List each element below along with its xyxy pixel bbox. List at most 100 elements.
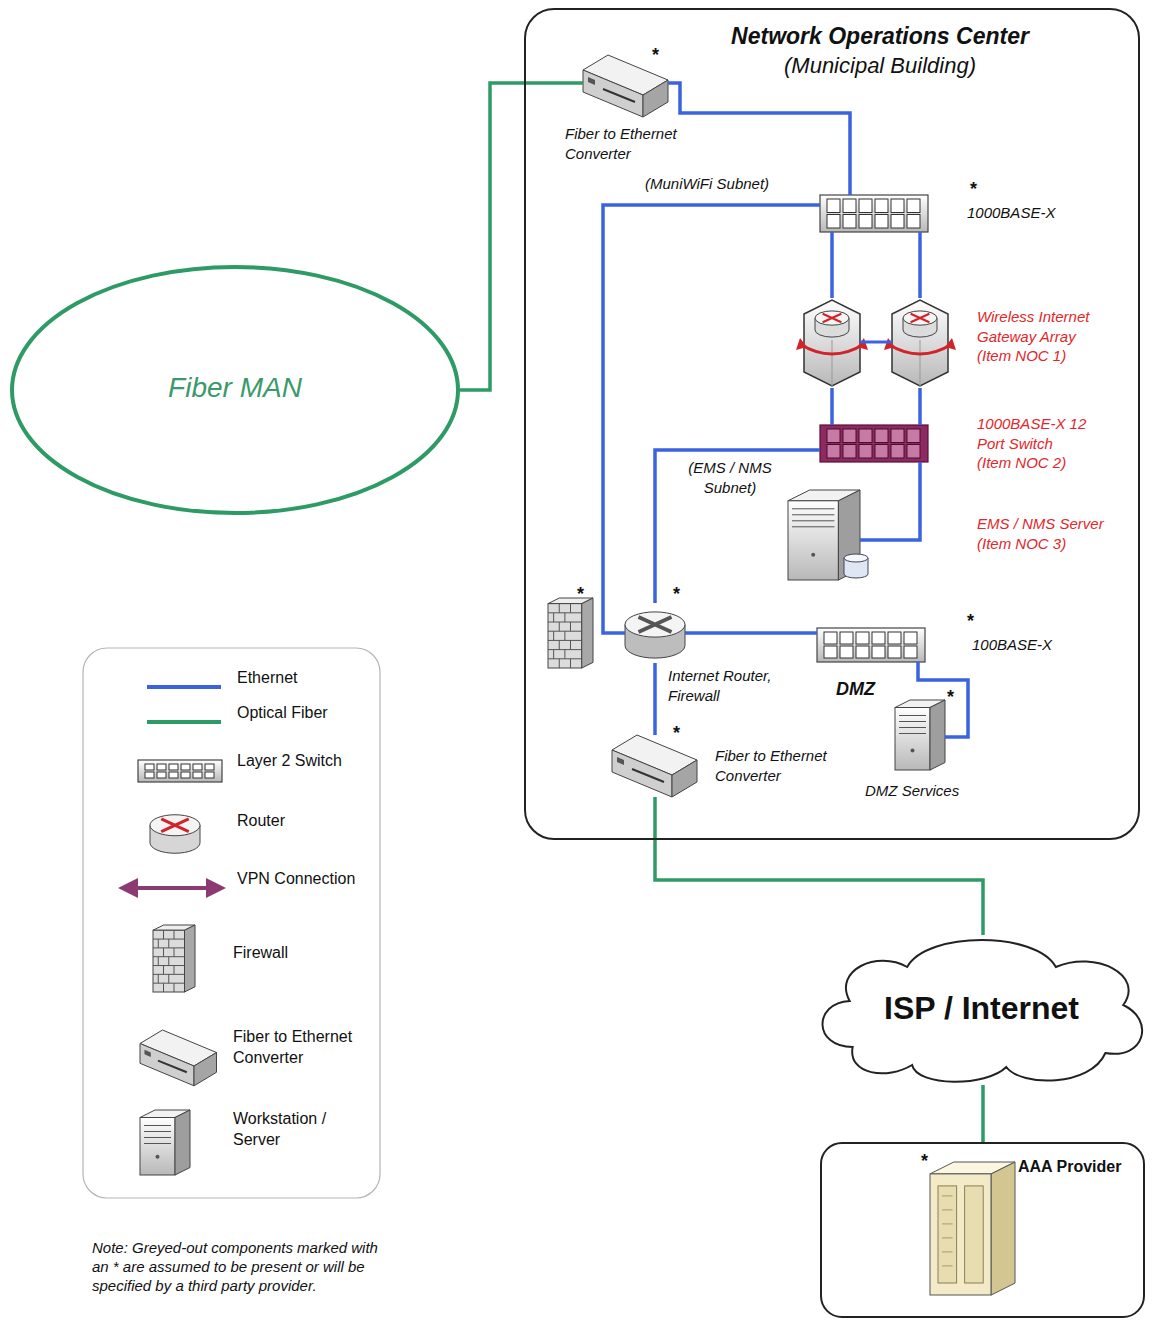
node-label: 100BASE-X bbox=[972, 635, 1052, 655]
asterisk-mark: * bbox=[577, 583, 584, 606]
internet-cloud: ISP / Internet bbox=[808, 935, 1155, 1085]
firewall-icon bbox=[570, 604, 571, 613]
converter-icon bbox=[158, 1061, 187, 1073]
converter-icon bbox=[140, 1030, 217, 1086]
firewall-icon bbox=[174, 966, 175, 975]
firewall-icon bbox=[174, 948, 175, 957]
layer2-switch-icon bbox=[205, 764, 214, 770]
router-sample bbox=[161, 819, 189, 832]
converter-icon bbox=[612, 735, 697, 797]
fiber-man: Fiber MAN bbox=[10, 265, 460, 515]
subnet-label: (EMS / NMS Subnet) bbox=[680, 458, 780, 497]
layer2-switch-icon bbox=[859, 199, 872, 213]
layer2-switch-icon bbox=[904, 632, 917, 644]
legend-text: Fiber to Ethernet Converter bbox=[233, 1027, 363, 1069]
layer2-switch-icon bbox=[181, 764, 190, 770]
workstation-sample bbox=[144, 1137, 171, 1138]
legend-text: VPN Connection bbox=[237, 869, 355, 890]
node-label: AAA Provider bbox=[1018, 1157, 1121, 1178]
server-icon bbox=[792, 514, 834, 515]
server-icon bbox=[911, 748, 915, 752]
legend-text: Firewall bbox=[233, 943, 288, 964]
firewall-icon bbox=[559, 640, 560, 649]
gateway-icon bbox=[815, 311, 849, 325]
converter-icon bbox=[145, 1050, 151, 1057]
layer2-switch-icon bbox=[872, 632, 885, 644]
dmz-switch: 100BASE-X bbox=[817, 628, 925, 662]
layer2-switch-icon bbox=[840, 632, 853, 644]
layer2-switch-icon bbox=[843, 445, 856, 459]
layer2-switch-icon bbox=[843, 429, 856, 443]
layer2-switch-icon bbox=[856, 632, 869, 644]
node-label: Fiber to Ethernet Converter bbox=[715, 746, 845, 785]
converter-icon bbox=[588, 77, 595, 85]
legend-text: Router bbox=[237, 811, 285, 832]
ethernet-link bbox=[918, 388, 922, 425]
firewall-icon bbox=[564, 631, 565, 640]
firewall-icon bbox=[564, 650, 565, 659]
layer2-switch-icon bbox=[859, 429, 872, 443]
node-label: 1000BASE-X 12 Port Switch (Item NOC 2) bbox=[977, 414, 1089, 473]
footnote: Note: Greyed-out components marked with … bbox=[92, 1238, 382, 1295]
firewall-icon bbox=[548, 604, 582, 668]
asterisk-mark: * bbox=[652, 44, 659, 67]
firewall-icon bbox=[570, 622, 571, 631]
ethernet-link bbox=[860, 462, 920, 540]
layer2-switch-icon bbox=[157, 772, 166, 778]
converter-icon bbox=[672, 760, 697, 797]
layer2-switch-icon bbox=[824, 646, 837, 658]
firewall-icon bbox=[163, 983, 164, 992]
gateway-icon bbox=[888, 344, 952, 354]
ethernet-link bbox=[830, 388, 834, 425]
workstation-sample bbox=[175, 1110, 190, 1175]
layer2-switch-icon bbox=[827, 445, 840, 459]
vpn-sample bbox=[206, 878, 226, 898]
fiber-converter: Fiber to Ethernet Converter bbox=[612, 735, 697, 797]
server-icon bbox=[895, 700, 945, 770]
gateway-icon bbox=[884, 300, 956, 386]
server-icon bbox=[788, 501, 838, 580]
layer2-switch-icon bbox=[907, 429, 920, 443]
layer2-switch-icon bbox=[891, 429, 904, 443]
layer2-switch-icon bbox=[827, 215, 840, 229]
aaa-server-icon bbox=[942, 1265, 953, 1266]
firewall-icon bbox=[570, 659, 571, 668]
layer2-switch-icon bbox=[169, 772, 178, 778]
gateway-icon bbox=[892, 300, 948, 386]
aaa-server-icon bbox=[942, 1237, 953, 1238]
ethernet-link bbox=[918, 232, 922, 298]
firewall-icon bbox=[163, 930, 164, 939]
layer2-switch-icon bbox=[817, 628, 925, 662]
layer2-switch-icon bbox=[820, 195, 928, 232]
converter-icon bbox=[632, 769, 664, 782]
layer2-switch-icon bbox=[820, 425, 928, 462]
fiber-link bbox=[981, 1085, 985, 1142]
aaa-server-icon bbox=[942, 1209, 953, 1210]
layer2-switch-icon bbox=[181, 772, 190, 778]
converter-icon bbox=[583, 70, 643, 117]
gateway-link bbox=[860, 342, 892, 343]
router-sample bbox=[150, 815, 200, 836]
router-icon bbox=[625, 612, 685, 658]
node-label: Internet Router, Firewall bbox=[668, 666, 793, 705]
layer2-switch-icon bbox=[875, 429, 888, 443]
firewall-icon bbox=[559, 659, 560, 668]
converter-icon bbox=[643, 80, 668, 117]
gigabit-switch: 1000BASE-X 12 Port Switch (Item NOC 2) bbox=[820, 425, 928, 462]
firewall-icon bbox=[163, 948, 164, 957]
firewall-icon bbox=[559, 604, 560, 613]
aaa-server-icon bbox=[930, 1174, 991, 1295]
layer2-switch-icon bbox=[888, 632, 901, 644]
layer2-switch-icon bbox=[145, 764, 154, 770]
server-icon bbox=[844, 554, 868, 562]
layer2-switch-icon bbox=[827, 429, 840, 443]
gateway-icon bbox=[796, 300, 868, 386]
zone-label: DMZ bbox=[836, 678, 875, 701]
dmz-server: DMZ Services bbox=[895, 700, 945, 770]
firewall-icon bbox=[548, 658, 582, 659]
asterisk-mark: * bbox=[921, 1150, 928, 1173]
layer2-switch-icon bbox=[145, 772, 154, 778]
gateway-array: Wireless Internet Gateway Array (Item NO… bbox=[800, 298, 950, 388]
